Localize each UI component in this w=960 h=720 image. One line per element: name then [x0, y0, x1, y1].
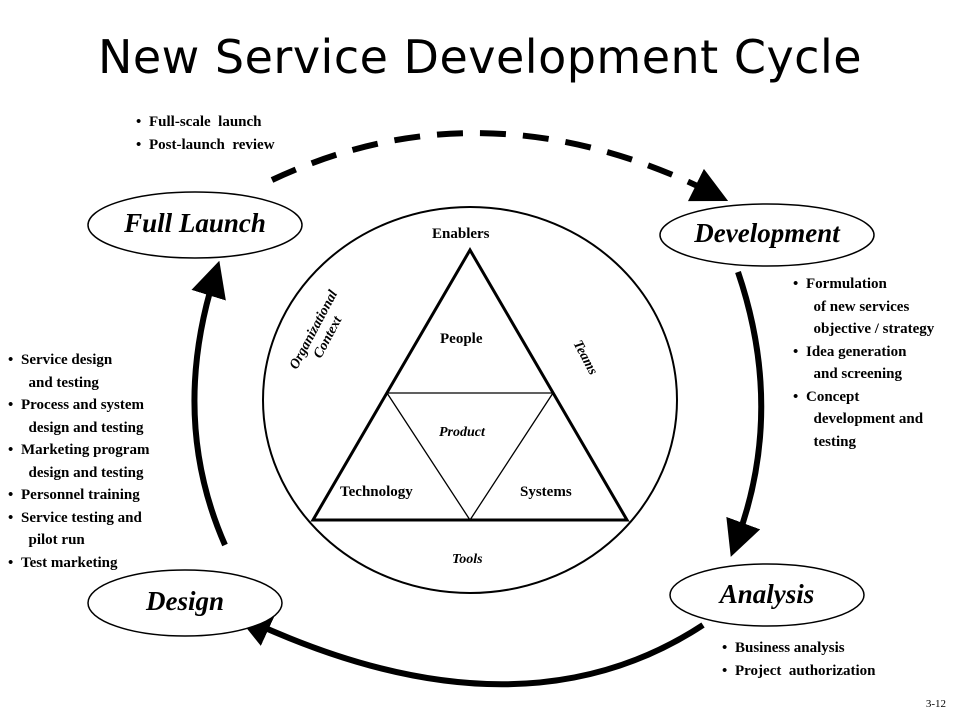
- development-bullet: Formulation of new services objective / …: [793, 273, 934, 341]
- development-bullets: Formulation of new services objective / …: [793, 273, 934, 453]
- design-bullet: Test marketing: [8, 552, 149, 575]
- full-launch-ellipse: [87, 191, 303, 259]
- development-bullet: Idea generation and screening: [793, 341, 934, 386]
- arrow-design-to-launch: [191, 260, 228, 547]
- enablers-triangle: [310, 247, 630, 522]
- analysis-bullet: Business analysis: [722, 637, 876, 660]
- full-launch-bullet: Full-scale launch: [136, 111, 275, 134]
- analysis-bullets: Business analysisProject authorization: [722, 637, 876, 682]
- label-people: People: [440, 331, 483, 347]
- development-bullet: Concept development and testing: [793, 386, 934, 454]
- design-bullet: Service testing and pilot run: [8, 507, 149, 552]
- design-bullet: Personnel training: [8, 484, 149, 507]
- label-systems: Systems: [520, 484, 572, 500]
- product-triangle: [385, 392, 555, 522]
- design-bullets: Service design and testingProcess and sy…: [8, 349, 149, 574]
- analysis-ellipse: [669, 563, 865, 627]
- full-launch-bullet: Post-launch review: [136, 134, 275, 157]
- arrow-launch-to-development: [270, 130, 729, 202]
- page-title: New Service Development Cycle: [97, 30, 863, 84]
- design-ellipse: [87, 569, 283, 637]
- arrow-development-to-analysis: [726, 271, 765, 557]
- stage-design: Design: [145, 586, 224, 616]
- design-bullet: Process and system design and testing: [8, 394, 149, 439]
- label-enablers: Enablers: [432, 226, 490, 242]
- design-bullet: Marketing program design and testing: [8, 439, 149, 484]
- page-number: 3-12: [925, 698, 946, 710]
- design-bullet: Service design and testing: [8, 349, 149, 394]
- label-tools: Tools: [452, 552, 483, 567]
- full-launch-bullets: Full-scale launchPost-launch review: [136, 111, 275, 156]
- stage-full-launch: Full Launch: [124, 208, 266, 238]
- stage-analysis: Analysis: [719, 579, 815, 609]
- label-technology: Technology: [340, 484, 413, 500]
- development-ellipse: [659, 203, 875, 267]
- arrow-analysis-to-design: [235, 613, 705, 688]
- enablers-circle: [262, 206, 678, 594]
- label-product: Product: [439, 425, 485, 440]
- stage-development: Development: [694, 218, 840, 248]
- analysis-bullet: Project authorization: [722, 660, 876, 683]
